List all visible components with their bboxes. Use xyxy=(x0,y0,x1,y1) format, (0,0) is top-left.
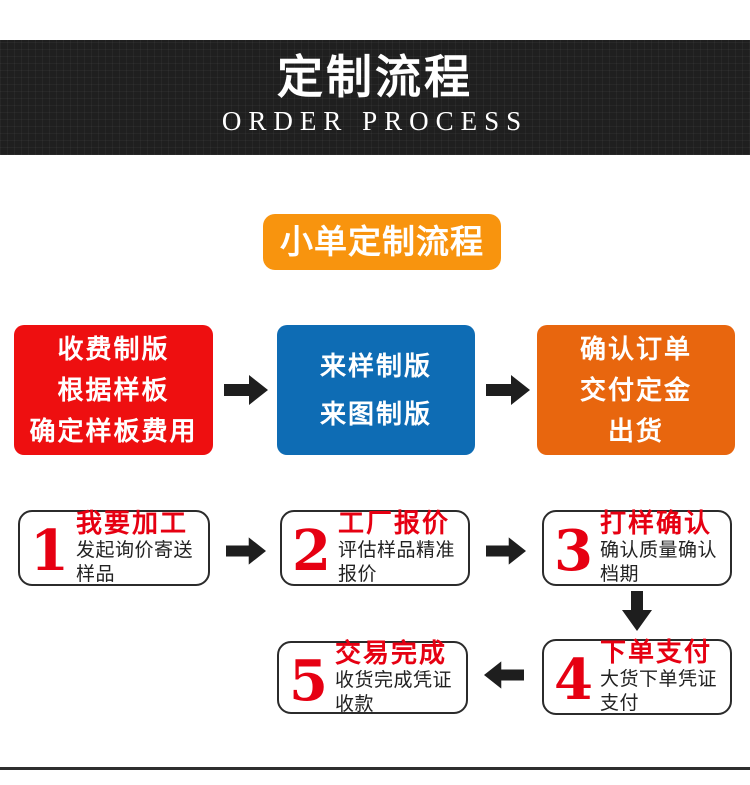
flow-box-line: 交付定金 xyxy=(579,375,692,405)
arrow-down-icon xyxy=(621,591,653,631)
arrow-right-icon xyxy=(226,537,266,565)
step-number: 3 xyxy=(554,518,593,584)
arrow-left-icon xyxy=(484,661,524,689)
step-number: 2 xyxy=(292,518,331,584)
header-band: 定制流程 ORDER PROCESS xyxy=(0,40,750,155)
step-number: 5 xyxy=(289,647,328,714)
step-subtitle: 评估样品精准报价 xyxy=(337,540,455,585)
step-box-1: 1 我要加工 发起询价寄送样品 xyxy=(18,508,210,586)
step-title: 交易完成 xyxy=(334,637,447,668)
step-subtitle: 发起询价寄送样品 xyxy=(75,540,193,585)
step-number: 1 xyxy=(30,518,69,584)
arrow-right-icon xyxy=(486,375,530,405)
step-subtitle: 大货下单凭证支付 xyxy=(599,669,717,714)
step-title: 我要加工 xyxy=(75,508,188,538)
small-order-flow-banner: 小单定制流程 xyxy=(263,214,501,270)
arrow-right-icon xyxy=(224,375,268,405)
step-title: 工厂报价 xyxy=(337,508,450,538)
step-subtitle: 收货完成凭证收款 xyxy=(334,669,452,715)
step-number: 4 xyxy=(554,647,593,713)
flow-box-line: 根据样板 xyxy=(57,375,170,405)
flow-box-line: 出货 xyxy=(607,416,664,446)
flow-box-line: 收费制版 xyxy=(57,334,170,364)
arrow-right-icon xyxy=(486,537,526,565)
bottom-divider xyxy=(0,767,750,770)
page-subtitle: ORDER PROCESS xyxy=(221,106,529,136)
step-box-5: 5 交易完成 收货完成凭证收款 xyxy=(277,637,468,715)
step-title: 打样确认 xyxy=(599,508,712,538)
flow-box-line: 确定样板费用 xyxy=(29,416,198,446)
flow-box-paid-platemaking: 收费制版 根据样板 确定样板费用 xyxy=(14,325,213,455)
flow-box-confirm-order: 确认订单 交付定金 出货 xyxy=(537,325,735,455)
flow-box-line: 确认订单 xyxy=(579,334,692,364)
step-subtitle: 确认质量确认档期 xyxy=(599,540,717,585)
step-box-2: 2 工厂报价 评估样品精准报价 xyxy=(280,508,470,586)
flow-box-sample-platemaking: 来样制版 来图制版 xyxy=(277,325,475,455)
step-box-4: 4 下单支付 大货下单凭证支付 xyxy=(542,637,732,715)
flow-box-line: 来图制版 xyxy=(319,399,432,429)
step-title: 下单支付 xyxy=(599,637,712,667)
page-title: 定制流程 xyxy=(277,51,473,103)
step-box-3: 3 打样确认 确认质量确认档期 xyxy=(542,508,732,586)
flow-box-line: 来样制版 xyxy=(319,351,432,381)
